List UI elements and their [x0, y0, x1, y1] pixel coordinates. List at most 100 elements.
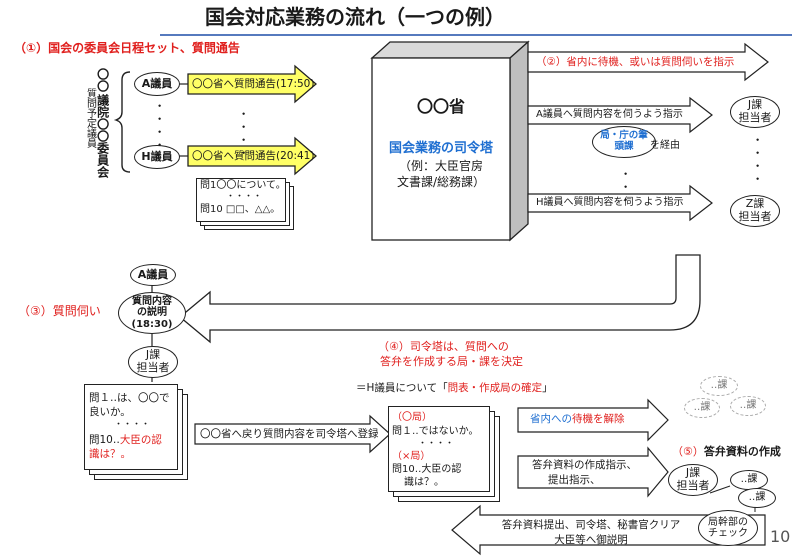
- register-arrow: [194, 414, 391, 454]
- arrow-instruct-h: [527, 184, 713, 222]
- cloud-section-1-label: ‥課: [710, 380, 728, 392]
- step4-label-l1: （④）司令塔は、質問への: [378, 340, 509, 354]
- hq-line3: 文書課/総務課）: [396, 175, 486, 189]
- question-docs: 問1〇〇について。 ・・・・ 問10 □□、△△。: [196, 178, 294, 230]
- step3-doc-l2: 良いか。: [89, 406, 131, 418]
- register-text: 〇〇省へ戻り質問内容を司令塔へ登録: [200, 428, 379, 440]
- step5-j-l2: 担当者: [676, 479, 710, 492]
- cloud-section-3: ‥課: [730, 396, 766, 416]
- step4-doc-dots: ・・・・: [418, 439, 455, 449]
- cloud-section-2-label: ‥課: [693, 402, 711, 414]
- member-ellipsis: ・・・・: [152, 100, 166, 152]
- decide-pre: ＝H議員について「: [356, 382, 448, 394]
- step3-member-a-label: A議員: [137, 267, 169, 281]
- explain-l2: の説明: [136, 307, 167, 319]
- step3-doc-l1: 問１‥は、〇〇で: [89, 392, 170, 404]
- decide-post: 」: [542, 382, 553, 394]
- cloud-section-2: ‥課: [684, 398, 720, 418]
- release-text: 省内への待機を解除: [530, 413, 625, 425]
- instruct-a-text: A議員へ質問内容を伺うよう指示: [536, 109, 683, 120]
- step4-docs: （〇局） 問１‥ではないか。 ・・・・ （×局） 問10‥大臣の認 識は？。: [388, 406, 500, 502]
- hq-title: 国会業務の司令塔: [388, 141, 493, 156]
- notice-arrow-a: [187, 64, 317, 104]
- step4-label-l2: 答弁を作成する局・課を決定: [380, 355, 523, 368]
- committee-brace: [113, 71, 131, 173]
- committee-title-2: 議院〇〇委員会: [95, 94, 110, 178]
- check-l2: チェック: [708, 528, 748, 539]
- step5-label-post: 答弁資料の作成: [703, 445, 781, 458]
- explain-l3: (18:30): [131, 318, 173, 330]
- step5-j-staff: J課担当者: [668, 464, 718, 496]
- step5-label: （⑤）答弁資料の作成: [672, 445, 781, 459]
- connector-j-sec: [709, 485, 731, 494]
- member-a-label: A議員: [141, 76, 173, 90]
- via-line2: 頭課: [614, 141, 634, 152]
- explain-ellipse: 質問内容 の説明 (18:30): [118, 292, 186, 334]
- decide-line: ＝H議員について「問表・作成局の確定」: [356, 382, 553, 394]
- step4-doc-l3: （×局）: [392, 451, 431, 462]
- page-number: 10: [770, 527, 791, 546]
- step5-j-l1: J課: [685, 466, 701, 480]
- step5-section-2: ‥課: [738, 488, 776, 508]
- instruct-h-text: H議員へ質問内容を伺うよう指示: [536, 197, 684, 208]
- step3-doc-l4: 識は？。: [89, 448, 131, 460]
- committee-side-label: 質問予定議員: [84, 88, 96, 148]
- member-a-ellipse: A議員: [134, 72, 180, 96]
- committee-title-1: 〇〇: [95, 68, 110, 92]
- step3-j-staff: J課担当者: [128, 346, 178, 378]
- return-arrow: [178, 254, 701, 344]
- step4-doc-l5: 識は？。: [404, 477, 444, 488]
- arrow-instruct-a: [527, 96, 713, 134]
- check-l1: 局幹部の: [708, 516, 748, 528]
- notice-ellipsis: ・・・・: [236, 108, 250, 160]
- hq-line2: （例：大臣官房: [398, 159, 483, 173]
- step5-label-pre: （⑤）: [672, 445, 704, 458]
- final-l1: 答弁資料提出、司令塔、秘書官クリア: [501, 519, 681, 531]
- j-staff-top: J課担当者: [730, 96, 780, 128]
- decide-red: 問表・作成局の確定: [447, 382, 543, 394]
- instruct-l2: 提出指示、: [548, 474, 601, 486]
- via-suffix: を経由: [650, 140, 680, 151]
- step5-sec1-label: ‥課: [740, 474, 758, 486]
- step3-j-l1: J課: [145, 348, 161, 362]
- cloud-section-1: ‥課: [700, 376, 738, 396]
- arrow-wait-instruction: [527, 42, 769, 82]
- step5-sec2-label: ‥課: [748, 492, 766, 504]
- member-h-ellipse: H議員: [134, 145, 180, 169]
- via-bureau-ellipse: 局・庁の筆 頭課: [592, 126, 656, 158]
- doc1-line1: 問1〇〇について。: [200, 180, 286, 191]
- page-title: 国会対応業務の流れ（一つの例）: [205, 5, 505, 29]
- z-staff: Z課担当者: [730, 195, 780, 227]
- release-pre: 省内への: [530, 413, 572, 425]
- step3-docs: 問１‥は、〇〇で 良いか。 ・・・・ 問10‥大臣の認 識は？。: [84, 384, 188, 480]
- step2-label: （②）省内に待機、或いは質問伺いを指示: [536, 56, 735, 68]
- notice-a-text: 〇〇省へ質問通告(17:50): [192, 78, 315, 90]
- member-h-label: H議員: [141, 149, 173, 163]
- notice-arrow-h: [187, 136, 317, 176]
- notice-h-text: 〇〇省へ質問通告(20:41): [192, 150, 315, 162]
- step3-doc-dots: ・・・・: [114, 420, 151, 430]
- instruct-ellipsis: ・・・: [618, 168, 632, 207]
- release-arrow: [517, 398, 669, 442]
- release-red: 待機を解除: [572, 413, 625, 425]
- step3-doc-l3-pre: 問10‥: [89, 434, 120, 446]
- ministry-name: 〇〇省: [416, 97, 465, 116]
- step5-section-1: ‥課: [730, 470, 768, 490]
- z-staff-l2: 担当者: [738, 210, 772, 223]
- j-staff-top-l2: 担当者: [738, 111, 772, 124]
- step3-label: （③）質問伺い: [18, 304, 101, 318]
- ministry-box-top: [370, 41, 530, 59]
- doc1-line2: 問10 □□、△△。: [200, 204, 281, 215]
- via-line1: 局・庁の筆: [600, 130, 648, 142]
- ministry-box-side: [509, 40, 529, 242]
- cloud-section-3-label: ‥課: [739, 400, 757, 412]
- step4-doc-l2: 問１‥ではないか。: [392, 426, 479, 437]
- step3-j-l2: 担当者: [136, 361, 170, 374]
- step4-l1: （④）司令塔は、質問への: [378, 340, 509, 353]
- step3-member-a: A議員: [130, 264, 176, 286]
- executive-check: 局幹部のチェック: [698, 510, 758, 546]
- j-staff-top-l1: J課: [747, 98, 763, 112]
- staff-ellipsis: ・・・・: [750, 134, 764, 186]
- instruct-arrow: [517, 446, 669, 498]
